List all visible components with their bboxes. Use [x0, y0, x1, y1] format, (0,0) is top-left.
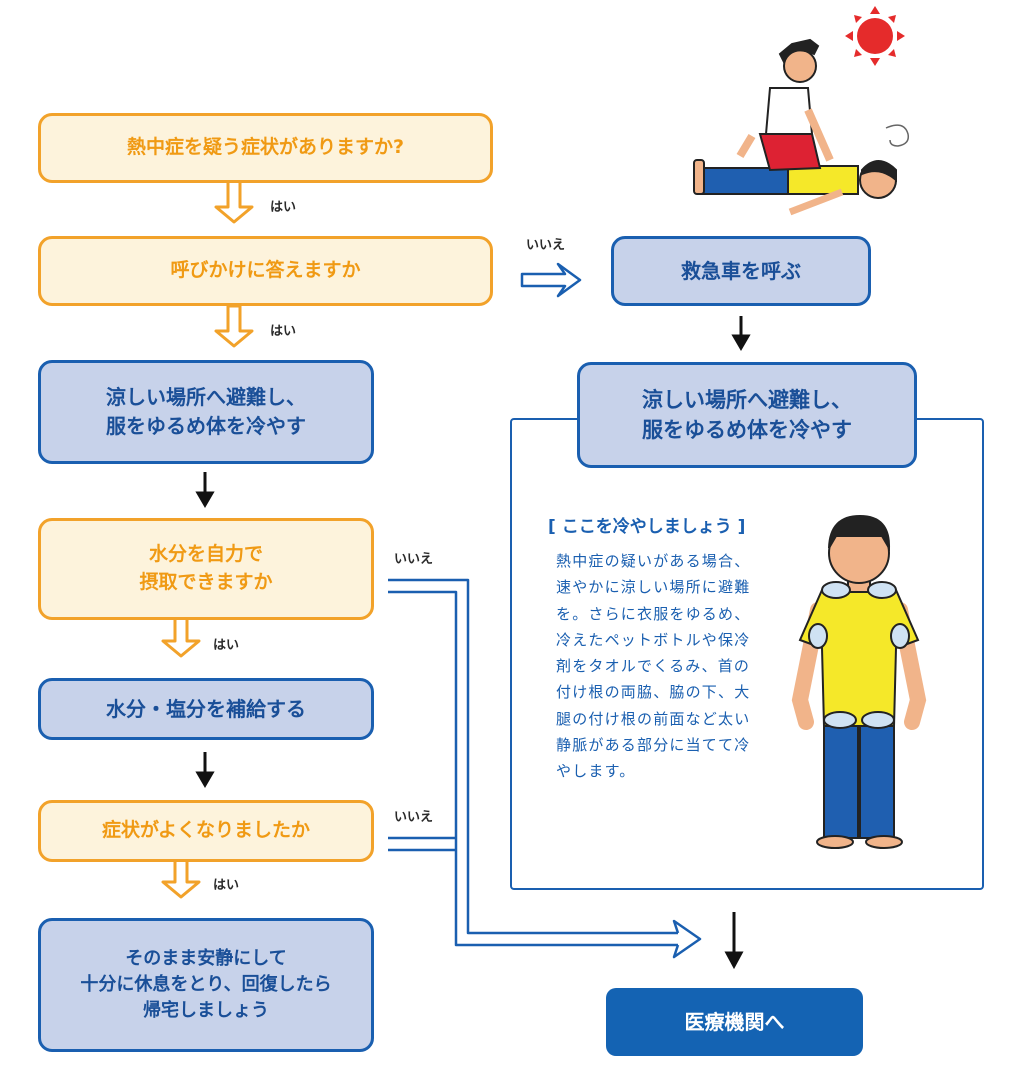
action-cool-body-emergency: 涼しい場所へ避難し、 服をゆるめ体を冷やす: [577, 362, 917, 468]
action-hydrate: 水分・塩分を補給する: [38, 678, 374, 740]
panel-text: 熱中症の疑いがある場合、速やかに涼しい場所に避難を。さらに衣服をゆるめ、冷えたペ…: [556, 552, 751, 781]
yes-arrow-2: [214, 304, 254, 348]
no-label-1: いいえ: [526, 238, 566, 253]
yes-arrow-3: [161, 616, 201, 658]
action-call-ambulance: 救急車を呼ぶ: [611, 236, 871, 306]
no-arrow-call: [520, 262, 582, 298]
no-route-inner: [388, 590, 678, 947]
question-responsive: 呼びかけに答えますか: [38, 236, 493, 306]
question-improved: 症状がよくなりましたか: [38, 800, 374, 862]
no-label-3: いいえ: [394, 810, 434, 825]
yes-label-2: はい: [270, 324, 297, 339]
action-rest: そのまま安静にして 十分に休息をとり、回復したら 帰宅しましょう: [38, 918, 374, 1052]
panel-title: [ ここを冷やしましょう ]: [548, 517, 746, 537]
question-drink: 水分を自力で 摂取できますか: [38, 518, 374, 620]
yes-label-3: はい: [213, 638, 240, 653]
no-arrow-hospital-head: [672, 919, 702, 959]
yes-label-4: はい: [213, 878, 240, 893]
down-arrow-2: [195, 771, 215, 788]
action-cool-body: 涼しい場所へ避難し、 服をゆるめ体を冷やす: [38, 360, 374, 464]
no-route-outer: [388, 578, 678, 935]
down-arrow-4: [724, 951, 744, 970]
question-symptoms: 熱中症を疑う症状がありますか?: [38, 113, 493, 183]
yes-arrow-4: [161, 856, 201, 899]
yes-label-1: はい: [270, 200, 297, 215]
down-arrow-3: [731, 334, 751, 351]
down-arrow-1: [195, 491, 215, 508]
no-label-2: いいえ: [394, 552, 434, 567]
yes-arrow-1: [214, 178, 254, 224]
final-hospital: 医療機関へ: [606, 988, 863, 1056]
